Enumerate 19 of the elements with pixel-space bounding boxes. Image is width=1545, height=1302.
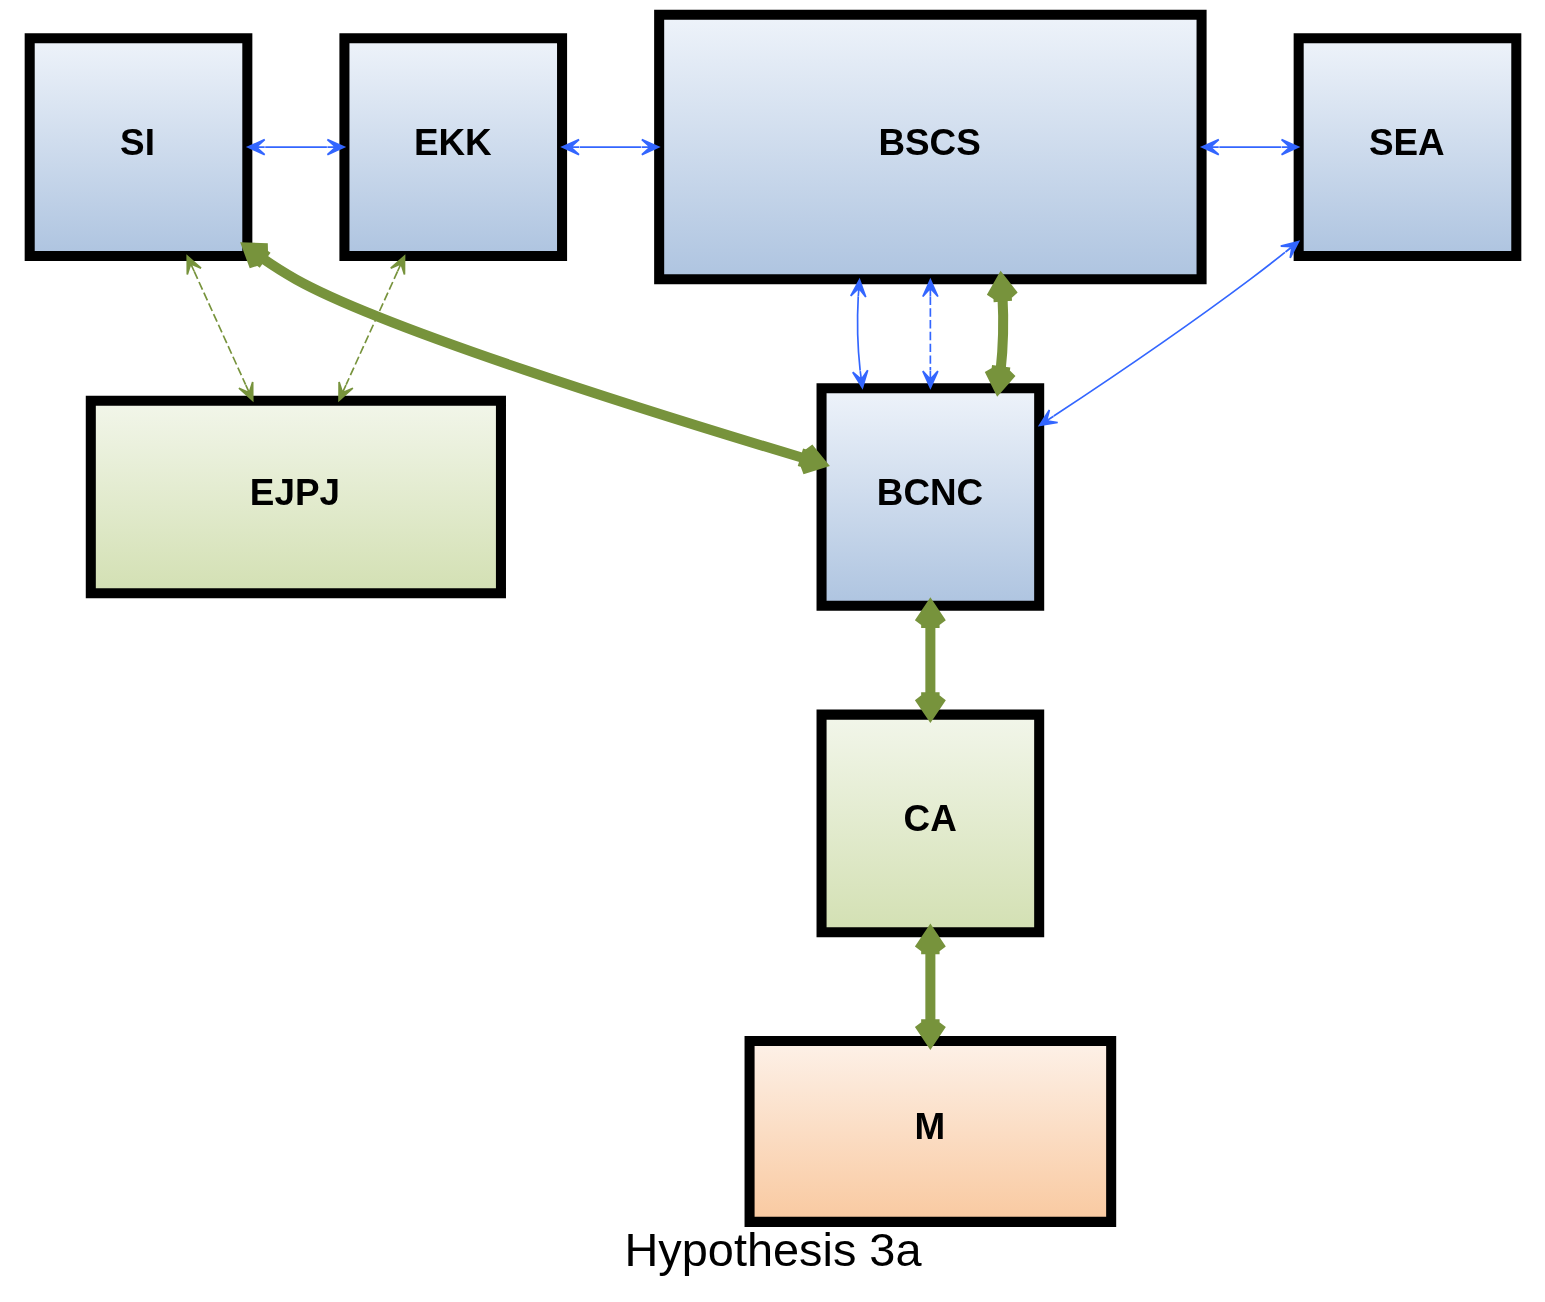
node-box: EKK [338,33,567,261]
arrow [246,138,345,156]
arrow [1200,138,1299,156]
arrow [185,255,254,402]
arrow [913,600,947,720]
arrow [337,255,405,402]
node-box: SI [24,33,252,261]
arrow [849,278,869,389]
arrow [921,278,939,389]
node-box: BCNC [816,383,1044,611]
node-box: EJPJ [85,395,506,599]
arrow [560,138,659,156]
node-box: CA [816,709,1044,938]
node-box: SEA [1293,33,1521,261]
arrow [1038,240,1299,427]
arrow [241,242,827,475]
node-box: BSCS [653,9,1207,285]
node-box: M [744,1036,1116,1227]
caption: Hypothesis 3a [624,1224,921,1277]
